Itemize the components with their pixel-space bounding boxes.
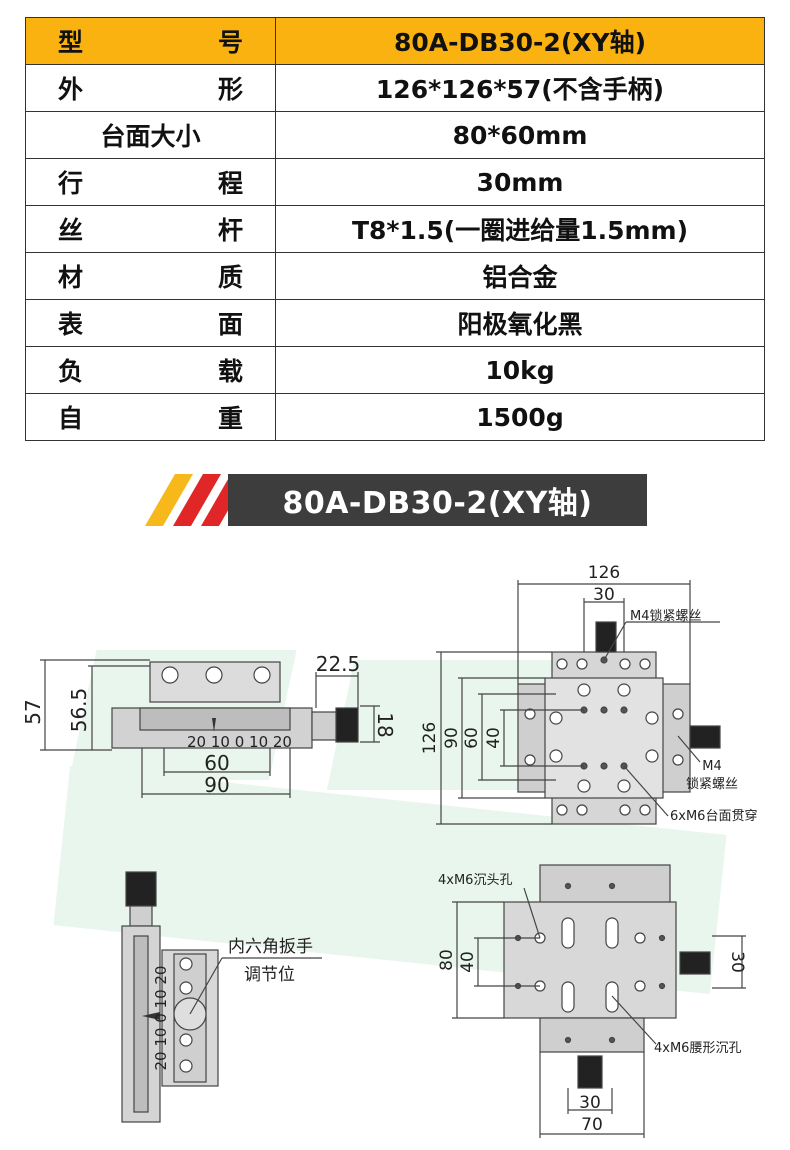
side-view	[121, 871, 322, 1123]
front-dim-57: 57	[21, 699, 45, 724]
spec-label-part: 重	[217, 404, 243, 433]
bottom-dim-80: 80	[437, 949, 457, 971]
front-dim-18: 18	[373, 712, 397, 737]
spec-label-part: 丝	[58, 216, 84, 245]
spec-label-part: 载	[217, 357, 243, 386]
spec-value: 10kg	[275, 346, 765, 394]
spec-value: 80*60mm	[275, 111, 765, 159]
spec-label-part: 负	[58, 357, 84, 386]
spec-label-part: 外	[58, 75, 84, 104]
side-note-lock-screw: 锁紧螺丝	[686, 776, 738, 792]
spec-label: 型号	[25, 17, 276, 65]
spec-label-part: 型	[58, 28, 84, 57]
spec-label-part: 质	[217, 263, 243, 292]
bottom-dim-70: 70	[581, 1115, 603, 1135]
bottom-note-slot-holes: 4xM6腰形沉孔	[654, 1041, 741, 1056]
spec-label-part: 程	[217, 169, 243, 198]
spec-label: 行程	[25, 158, 276, 206]
spec-row: 表面阳极氧化黑	[25, 299, 765, 347]
top-dim-90: 90	[442, 727, 462, 749]
bottom-view	[452, 864, 746, 1138]
technical-drawings: 汇 科 官 方 旗 舰 店 20 10 0 10 20 57 56.5	[21, 563, 757, 1138]
spec-value: T8*1.5(一圈进给量1.5mm)	[275, 205, 765, 253]
front-dim-60: 60	[204, 751, 229, 775]
spec-label: 台面大小	[25, 111, 276, 159]
top-dim-126-v: 126	[420, 722, 440, 754]
top-dim-60: 60	[462, 727, 482, 749]
spec-label: 材质	[25, 252, 276, 300]
top-note-through-holes: 6xM6台面贯穿	[670, 808, 757, 824]
side-note-hex-key: 内六角扳手	[228, 937, 313, 957]
spec-label: 自重	[25, 393, 276, 441]
stripe-red-1	[173, 474, 221, 526]
bottom-note-counterbore: 4xM6沉头孔	[438, 873, 512, 888]
side-note-adjust: 调节位	[244, 965, 295, 985]
bottom-dim-30: 30	[579, 1093, 601, 1113]
spec-label-part: 杆	[217, 216, 243, 245]
side-scale: 20 10 0 10 20	[152, 966, 170, 1071]
spec-label: 丝杆	[25, 205, 276, 253]
spec-label-part: 材	[58, 263, 84, 292]
front-scale: 20 10 0 10 20	[187, 733, 292, 751]
stripe-yellow	[145, 474, 193, 526]
spec-value: 阳极氧化黑	[275, 299, 765, 347]
spec-value: 30mm	[275, 158, 765, 206]
spec-label-part: 号	[217, 28, 243, 57]
bottom-dim-40: 40	[458, 951, 478, 973]
top-dim-126: 126	[588, 563, 620, 583]
spec-value: 1500g	[275, 393, 765, 441]
spec-value: 铝合金	[275, 252, 765, 300]
spec-label-part: 行	[58, 169, 84, 198]
spec-label: 负载	[25, 346, 276, 394]
model-banner: 80A-DB30-2(XY轴)	[228, 474, 647, 526]
spec-label-part: 面	[217, 310, 243, 339]
spec-label-part: 形	[217, 75, 243, 104]
top-dim-40: 40	[484, 727, 504, 749]
spec-label-part: 自	[58, 404, 84, 433]
top-dim-30: 30	[593, 585, 615, 605]
spec-label-part: 台面大小	[100, 122, 201, 151]
spec-value: 80A-DB30-2(XY轴)	[275, 17, 765, 65]
spec-label-part: 表	[58, 310, 84, 339]
spec-row: 材质铝合金	[25, 252, 765, 300]
spec-row: 台面大小 80*60mm	[25, 111, 765, 159]
side-note-m4: M4	[702, 759, 722, 774]
bottom-dim-30-v: 30	[727, 951, 747, 973]
top-view	[436, 580, 721, 825]
front-dim-90: 90	[204, 773, 229, 797]
front-view	[40, 659, 380, 798]
spec-value: 126*126*57(不含手柄)	[275, 64, 765, 112]
spec-label: 表面	[25, 299, 276, 347]
top-note-lock-screw: M4锁紧螺丝	[630, 608, 702, 624]
front-dim-22-5: 22.5	[316, 652, 361, 676]
front-dim-56-5: 56.5	[67, 688, 91, 733]
spec-label: 外形	[25, 64, 276, 112]
